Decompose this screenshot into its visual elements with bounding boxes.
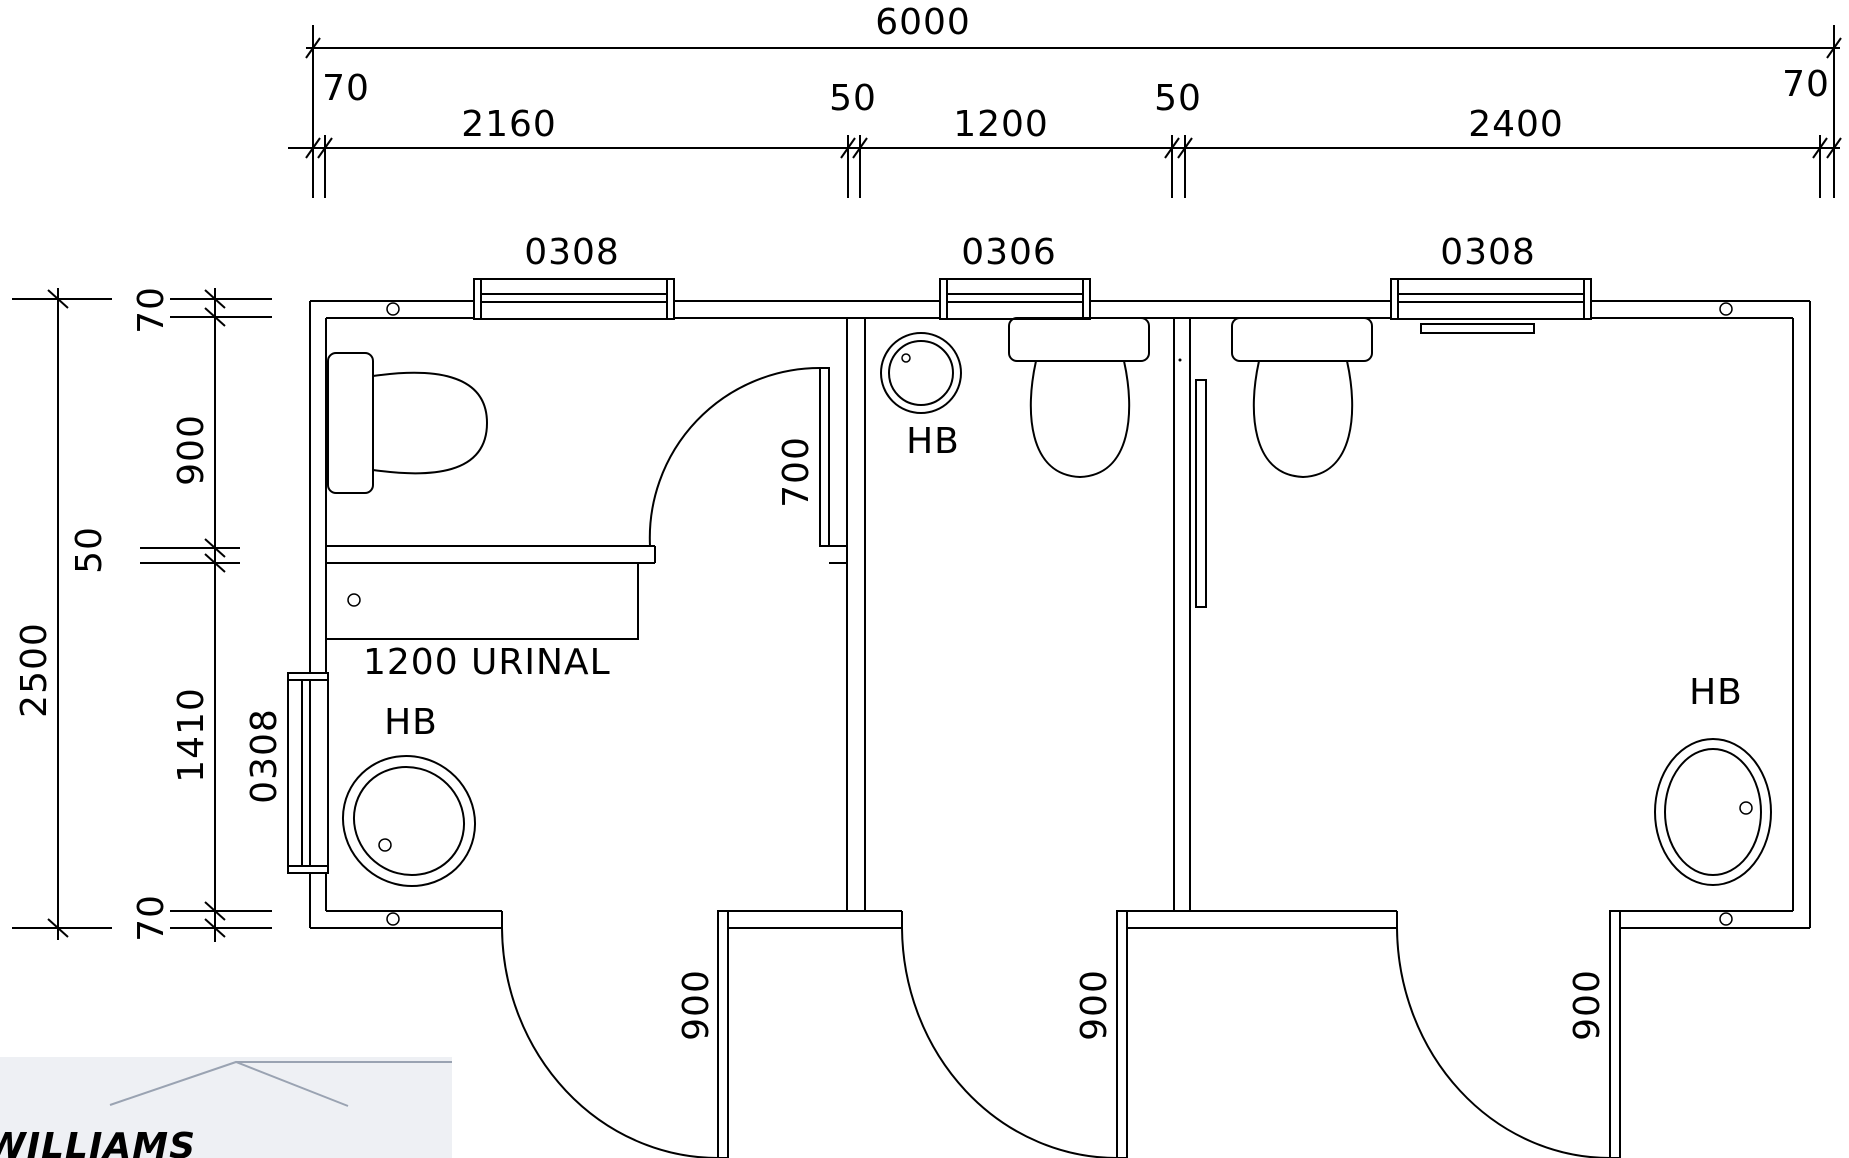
hand-basin-room-3 (1654, 738, 1772, 886)
dim-door-1: 900 (676, 969, 717, 1041)
window-label-top-middle: 0306 (961, 232, 1057, 273)
dim-left-bottom-wall: 70 (131, 894, 172, 942)
left-dimension-lines (12, 288, 272, 942)
window-top-middle (939, 278, 1091, 320)
dim-top-room-3: 2400 (1468, 104, 1564, 145)
williams-logo: WILLIAMS (0, 1057, 452, 1158)
window-left-side (287, 672, 329, 874)
inner-door-room-1 (648, 366, 847, 564)
outer-walls (309, 300, 1811, 929)
window-label-top-left: 0308 (524, 232, 620, 273)
window-top-right (1390, 278, 1592, 320)
dim-door-3: 900 (1567, 969, 1608, 1041)
toilet-room-3 (1231, 317, 1373, 479)
entrance-door-3 (1396, 910, 1621, 1158)
dim-left-lower: 1410 (171, 687, 212, 783)
top-dimension-lines (288, 25, 1842, 198)
hand-basin-label-room-1: HB (384, 702, 438, 743)
toilet-room-1 (327, 352, 489, 494)
window-top-left (473, 278, 675, 320)
dim-top-overall: 6000 (875, 2, 971, 43)
hand-basin-room-2 (880, 332, 962, 414)
hand-basin-label-room-2: HB (906, 421, 960, 462)
sliding-screen-room-3 (1195, 379, 1207, 608)
entrance-door-1 (501, 910, 729, 1158)
window-label-left-side: 0308 (244, 708, 285, 804)
dim-top-left-wall: 70 (322, 68, 370, 109)
dim-top-room-2: 1200 (953, 104, 1049, 145)
dim-top-right-wall: 70 (1782, 64, 1830, 105)
hand-basin-room-1 (341, 754, 477, 888)
window-label-top-right: 0308 (1440, 232, 1536, 273)
toilet-room-2 (1008, 317, 1150, 479)
dim-top-room-1: 2160 (461, 104, 557, 145)
marker-dot (1178, 358, 1182, 362)
entrance-door-2 (901, 910, 1128, 1158)
dim-left-overall: 2500 (14, 622, 55, 718)
dim-left-partition: 50 (69, 526, 110, 574)
urinal-label: 1200 URINAL (363, 642, 611, 683)
dim-top-partition-1: 50 (829, 78, 877, 119)
hand-basin-label-room-3: HB (1689, 672, 1743, 713)
dim-top-partition-2: 50 (1154, 78, 1202, 119)
dim-left-upper: 900 (171, 414, 212, 486)
dim-door-2: 900 (1074, 969, 1115, 1041)
dim-left-top-wall: 70 (131, 286, 172, 334)
logo-text: WILLIAMS (0, 1126, 196, 1158)
dim-door-inner-700: 700 (776, 436, 817, 508)
grab-rail-room-3 (1420, 323, 1535, 334)
